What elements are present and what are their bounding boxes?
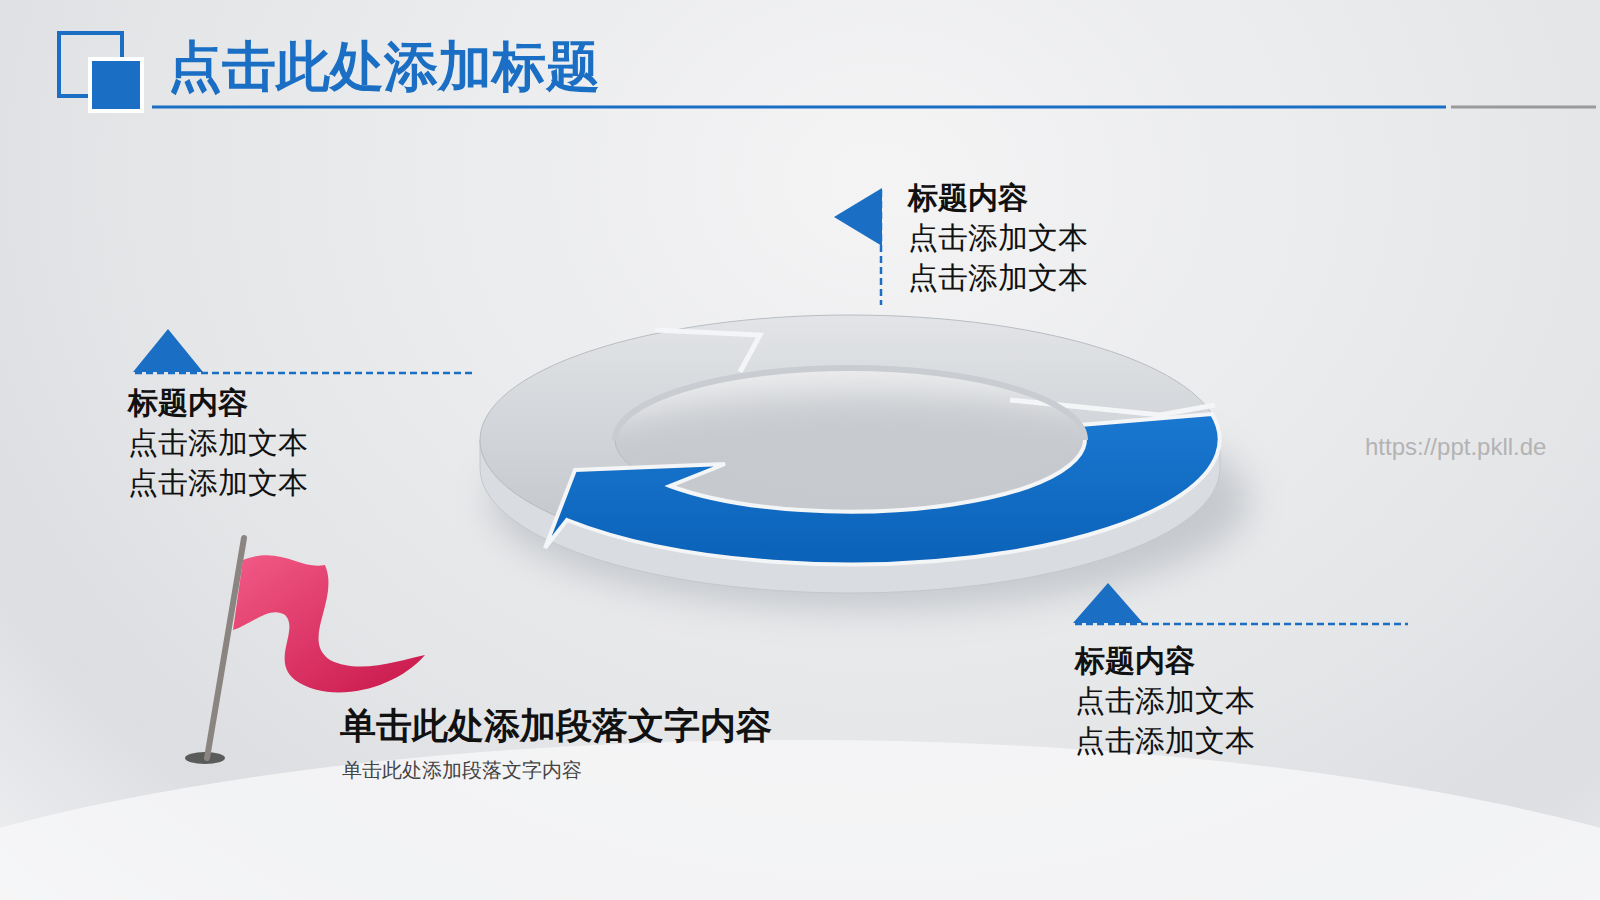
- callout-marker: [1073, 583, 1143, 623]
- callout-text: 点击添加文本: [128, 425, 308, 461]
- callout-text: 点击添加文本: [908, 260, 1088, 296]
- ring-inner-edge: [615, 368, 1085, 440]
- ring-top: [480, 315, 1220, 565]
- blue-arrow: [545, 414, 1220, 564]
- flag-pole: [207, 538, 244, 758]
- callout-leader: [1075, 623, 1408, 626]
- callout-heading: 标题内容: [1075, 643, 1195, 679]
- callout-text: 点击添加文本: [908, 220, 1088, 256]
- paragraph-text: 单击此处添加段落文字内容: [342, 758, 582, 782]
- arrow-seam: [1010, 400, 1215, 415]
- callout-leader: [135, 372, 476, 375]
- callout-heading: 标题内容: [908, 180, 1028, 216]
- callout-text: 点击添加文本: [1075, 683, 1255, 719]
- ground-glow: [0, 740, 1600, 900]
- callout-text: 点击添加文本: [128, 465, 308, 501]
- callout-marker: [834, 188, 882, 246]
- header-rule: [152, 106, 1446, 109]
- callout-heading: 标题内容: [128, 385, 248, 421]
- watermark: https://ppt.pkll.de: [1365, 433, 1546, 462]
- callout-leader: [880, 190, 883, 305]
- arrow-seam: [655, 330, 760, 372]
- callout-text: 点击添加文本: [1075, 723, 1255, 759]
- paragraph-heading: 单击此处添加段落文字内容: [340, 704, 772, 747]
- header-icon-fill: [90, 59, 142, 111]
- header-rule-grey: [1451, 106, 1596, 109]
- callout-marker: [133, 329, 203, 372]
- flag: [233, 555, 425, 692]
- slide-title: 点击此处添加标题: [168, 34, 600, 99]
